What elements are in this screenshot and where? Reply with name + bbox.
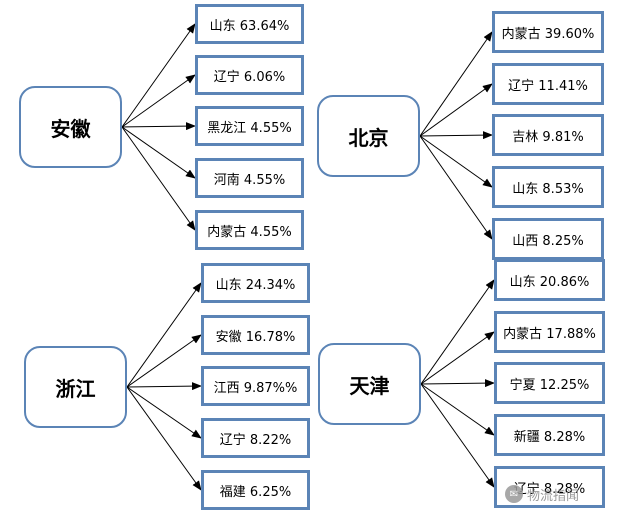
hub-anhui: 安徽 bbox=[19, 86, 122, 168]
arrow-leaf-beijing-5 bbox=[419, 135, 493, 240]
hub-zhejiang: 浙江 bbox=[24, 346, 127, 428]
leaf-tianjin-2: 内蒙古 17.88% bbox=[494, 311, 605, 353]
arrow-leaf-beijing-3 bbox=[419, 131, 493, 140]
leaf-anhui-2: 辽宁 6.06% bbox=[195, 55, 304, 95]
arrow-leaf-beijing-2 bbox=[419, 83, 493, 137]
leaf-anhui-1: 山东 63.64% bbox=[195, 4, 304, 44]
leaf-beijing-2: 辽宁 11.41% bbox=[492, 63, 604, 105]
arrow-leaf-anhui-2 bbox=[121, 74, 196, 128]
arrow-leaf-anhui-4 bbox=[121, 126, 196, 179]
arrow-leaf-zhejiang-5 bbox=[126, 386, 202, 491]
arrow-leaf-beijing-4 bbox=[419, 135, 493, 188]
leaf-anhui-4: 河南 4.55% bbox=[195, 158, 304, 198]
arrow-leaf-tianjin-1 bbox=[420, 279, 495, 385]
hub-tianjin: 天津 bbox=[318, 343, 421, 425]
arrow-leaf-zhejiang-4 bbox=[126, 386, 202, 439]
leaf-tianjin-3: 宁夏 12.25% bbox=[494, 362, 605, 404]
leaf-tianjin-4: 新疆 8.28% bbox=[494, 414, 605, 456]
leaf-beijing-3: 吉林 9.81% bbox=[492, 114, 604, 156]
arrow-leaf-zhejiang-1 bbox=[126, 282, 202, 388]
leaf-anhui-5: 内蒙古 4.55% bbox=[195, 210, 304, 250]
leaf-beijing-5: 山西 8.25% bbox=[492, 218, 604, 260]
watermark: ✉ 物流指闻 bbox=[505, 484, 579, 504]
leaf-zhejiang-1: 山东 24.34% bbox=[201, 263, 310, 303]
leaf-beijing-1: 内蒙古 39.60% bbox=[492, 11, 604, 53]
leaf-zhejiang-5: 福建 6.25% bbox=[201, 470, 310, 510]
hub-beijing: 北京 bbox=[317, 95, 420, 177]
leaf-zhejiang-2: 安徽 16.78% bbox=[201, 315, 310, 355]
arrow-leaf-zhejiang-2 bbox=[126, 334, 202, 388]
arrow-leaf-anhui-1 bbox=[121, 23, 196, 128]
arrow-leaf-anhui-5 bbox=[121, 126, 196, 231]
arrow-leaf-tianjin-2 bbox=[420, 331, 495, 385]
arrow-leaf-tianjin-3 bbox=[420, 379, 495, 388]
watermark-text: 物流指闻 bbox=[527, 488, 580, 504]
leaf-zhejiang-3: 江西 9.87%% bbox=[201, 366, 310, 406]
leaf-anhui-3: 黑龙江 4.55% bbox=[195, 106, 304, 146]
arrow-leaf-anhui-3 bbox=[121, 122, 196, 131]
leaf-tianjin-1: 山东 20.86% bbox=[494, 259, 605, 301]
leaf-zhejiang-4: 辽宁 8.22% bbox=[201, 418, 310, 458]
leaf-beijing-4: 山东 8.53% bbox=[492, 166, 604, 208]
arrow-leaf-zhejiang-3 bbox=[126, 382, 202, 391]
arrow-leaf-beijing-1 bbox=[419, 31, 493, 137]
wechat-icon: ✉ bbox=[505, 485, 523, 503]
arrow-leaf-tianjin-5 bbox=[420, 383, 495, 488]
arrow-leaf-tianjin-4 bbox=[420, 383, 495, 436]
